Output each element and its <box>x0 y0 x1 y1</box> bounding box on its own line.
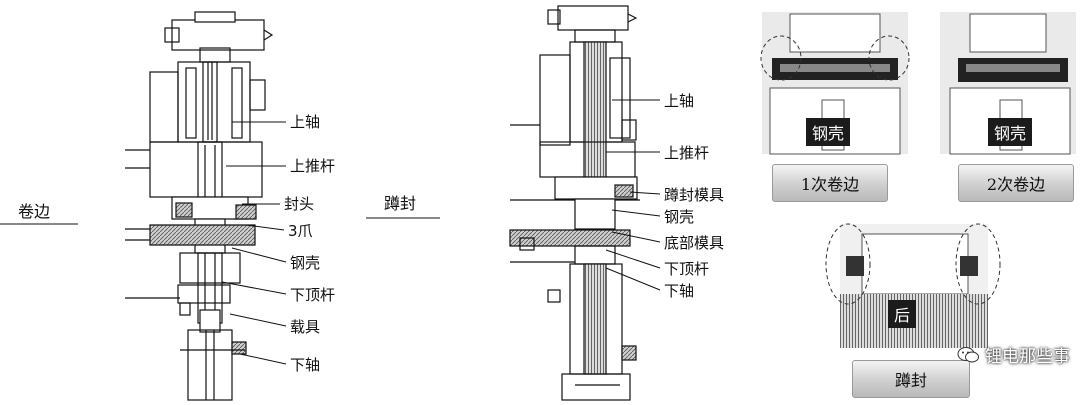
watermark: 锂电那些事 <box>957 342 1070 367</box>
label-carrier: 载具 <box>290 318 321 336</box>
seaming-machine-drawing <box>509 5 640 401</box>
photo-third-caption: 蹲封 <box>852 360 970 398</box>
photo-seaming <box>825 223 1001 348</box>
photo-first-caption: 1次卷边 <box>772 164 888 202</box>
label-upper-shaft-2: 上轴 <box>664 92 695 110</box>
curling-machine-drawing <box>125 11 274 401</box>
label-steel-shell-2: 钢壳 <box>664 208 695 226</box>
label-lower-shaft-2: 下轴 <box>664 282 695 300</box>
label-upper-push-rod: 上推杆 <box>290 157 336 175</box>
left-section-title: 卷边 <box>18 202 51 221</box>
photo-third-tag: 后 <box>888 300 917 328</box>
middle-section-title: 蹲封 <box>384 194 417 213</box>
left-leader-lines <box>221 121 287 365</box>
label-three-claw: 3爪 <box>288 222 313 240</box>
watermark-text: 锂电那些事 <box>985 347 1070 367</box>
label-bottom-die: 底部模具 <box>664 234 725 252</box>
label-upper-shaft: 上轴 <box>290 113 321 131</box>
label-lower-ejector: 下顶杆 <box>290 286 336 304</box>
photo-second-tag: 钢壳 <box>988 118 1033 146</box>
photo-first-tag: 钢壳 <box>806 118 851 146</box>
label-steel-shell: 钢壳 <box>290 254 321 272</box>
wechat-icon <box>957 346 979 362</box>
middle-leader-lines <box>605 99 661 291</box>
label-upper-push-rod-2: 上推杆 <box>664 144 710 162</box>
label-seaming-die: 蹲封模具 <box>664 186 725 204</box>
label-lower-ejector-2: 下顶杆 <box>664 260 710 278</box>
label-lower-shaft: 下轴 <box>290 356 321 374</box>
photo-second-caption: 2次卷边 <box>958 164 1074 202</box>
label-seal-head: 封头 <box>284 195 315 213</box>
